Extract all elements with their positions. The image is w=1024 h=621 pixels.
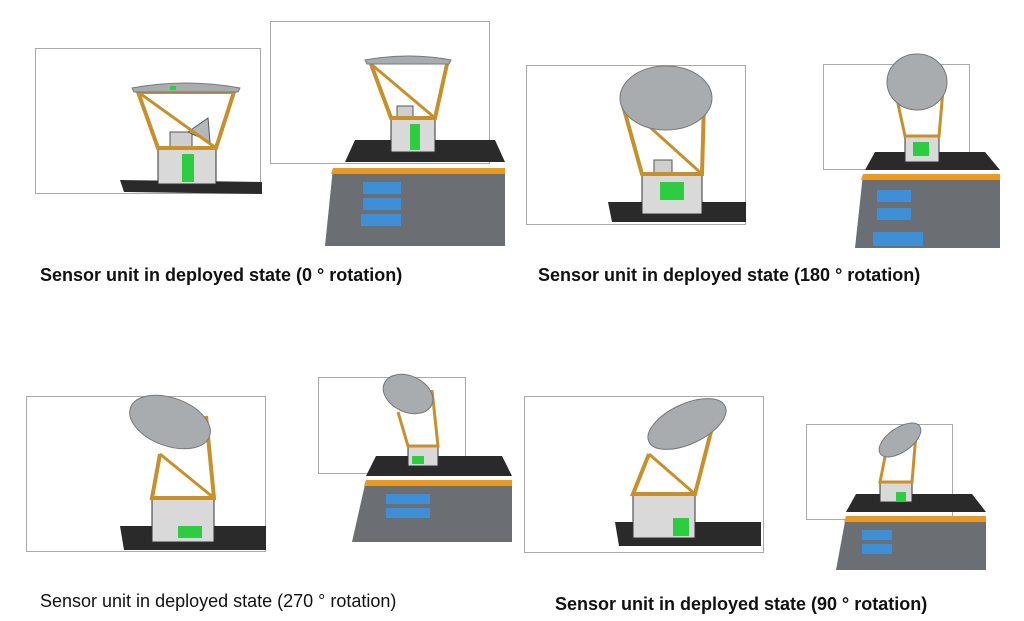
frame-0-wide (270, 21, 490, 164)
rover-deck-270 (352, 373, 512, 542)
frame-0-close (35, 48, 261, 194)
sensor-unit-270-close (120, 394, 266, 550)
caption-180-rotation: Sensor unit in deployed state (180 ° rot… (538, 265, 921, 285)
rover-deck-180 (855, 53, 1000, 248)
caption-270-rotation: Sensor unit in deployed state (270 ° rot… (40, 591, 397, 611)
caption-90-rotation: Sensor unit in deployed state (90 ° rota… (555, 594, 928, 614)
frame-90-close (524, 396, 764, 553)
sensor-unit-180-close (608, 65, 746, 222)
sensor-unit-90-close (615, 398, 761, 546)
rover-deck-0 (325, 55, 505, 246)
frame-180-close (526, 65, 746, 225)
sensor-unit-0-close (120, 82, 262, 194)
rover-deck-90 (836, 422, 986, 570)
caption-0-rotation: Sensor unit in deployed state (0 ° rotat… (40, 265, 403, 285)
